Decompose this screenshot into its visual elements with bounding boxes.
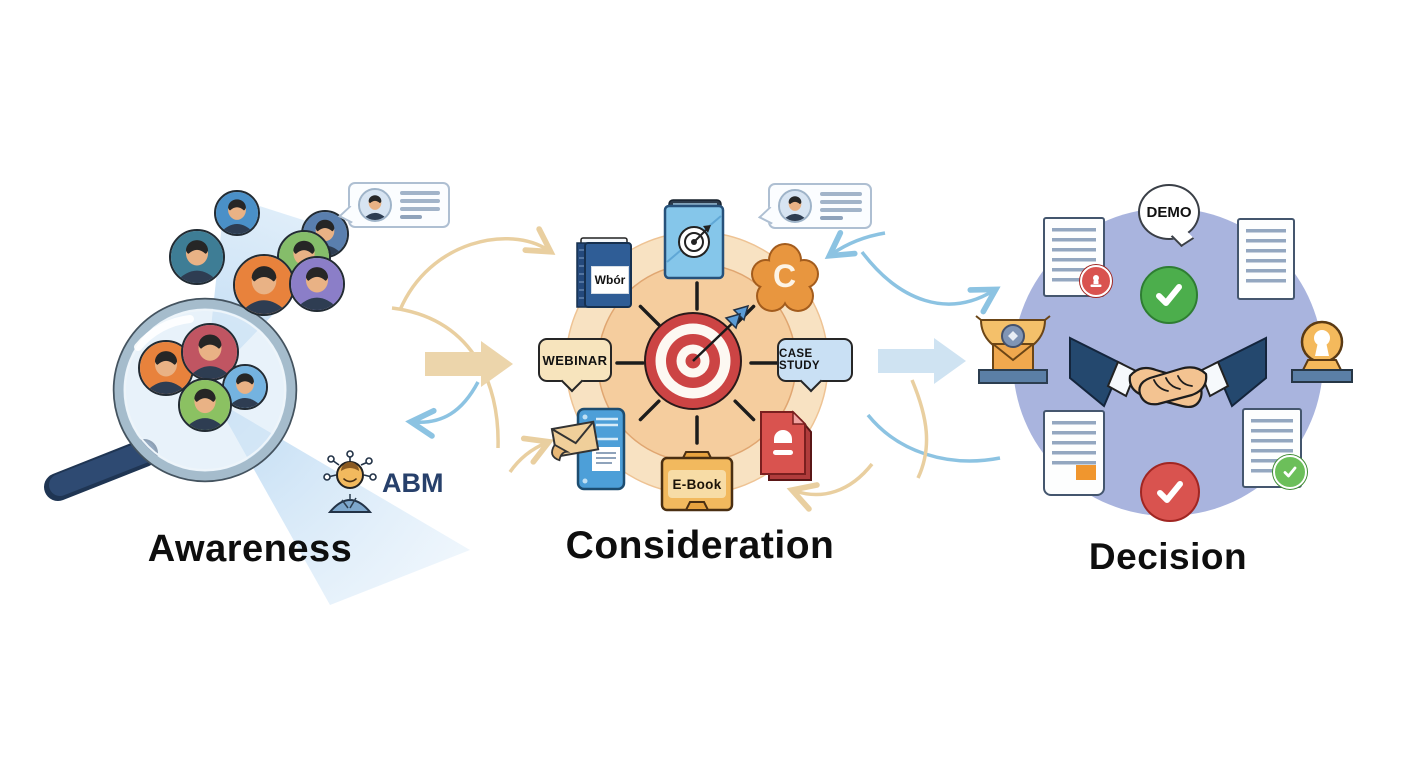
demo-speech-bubble: DEMO	[1138, 184, 1200, 240]
webinar-bubble: WEBINAR	[538, 338, 612, 382]
card-avatar	[358, 188, 392, 222]
curve-arrow-blue-to-c	[824, 230, 886, 260]
curve-arrow-tan-1	[398, 226, 556, 311]
targeted-avatar-group	[115, 300, 295, 480]
avatar	[289, 256, 345, 312]
demo-label: DEMO	[1146, 203, 1192, 221]
contact-speech-card	[348, 182, 450, 228]
approved-check-badge-icon	[1273, 455, 1307, 489]
curve-tan-3	[910, 379, 929, 479]
avatar	[233, 254, 295, 316]
email-newsletter-icon	[550, 407, 626, 491]
signature-block	[1076, 465, 1096, 480]
consideration-title: Consideration	[565, 524, 835, 567]
block-arrow-consideration-to-decision	[878, 338, 966, 384]
ebook-label: E-Book	[672, 476, 722, 492]
avatar	[222, 364, 268, 410]
card-text-lines	[820, 192, 862, 220]
card-avatar	[778, 189, 812, 223]
curve-arrow-tan-to-ebook	[786, 462, 874, 512]
guide-book-label: Wbór	[591, 266, 629, 294]
avatar	[178, 378, 232, 432]
card-text-lines	[400, 191, 440, 219]
case-study-bubble: CASE STUDY	[777, 338, 853, 382]
abm-label: ABM	[382, 468, 444, 498]
webinar-label: WEBINAR	[542, 352, 608, 368]
contact-speech-card	[768, 183, 872, 229]
approval-check-icon	[1140, 266, 1198, 324]
playbook-icon	[663, 199, 725, 280]
abm-robot-icon	[323, 450, 377, 513]
document-text-lines	[1246, 229, 1286, 289]
curve-blue-3	[866, 413, 1001, 463]
rubber-stamp-icon	[1291, 320, 1353, 383]
approved-document	[1242, 408, 1302, 488]
avatar	[169, 229, 225, 285]
curve-arrow-blue-2	[860, 250, 1001, 315]
pdf-documents-icon	[760, 410, 812, 481]
curve-arrow-tan-to-email	[508, 435, 555, 474]
proposal-document	[1043, 217, 1105, 297]
avatar	[778, 189, 812, 223]
block-arrow-awareness-to-consideration	[425, 341, 513, 387]
stamp-badge-icon	[1080, 265, 1112, 297]
ring-ticks	[615, 281, 779, 445]
avatar	[214, 190, 260, 236]
awareness-title: Awareness	[147, 528, 353, 570]
ebook-folder-icon	[660, 451, 734, 512]
avatar	[358, 188, 392, 222]
case-study-label: CASE STUDY	[779, 348, 820, 372]
avatar	[138, 340, 194, 396]
final-decision-check-icon	[1140, 462, 1200, 522]
document-text-lines	[1052, 421, 1096, 468]
handshake-icon	[1069, 336, 1267, 409]
content-badge-icon	[751, 243, 819, 312]
signed-contract-document	[1043, 410, 1105, 496]
decision-title: Decision	[1088, 536, 1248, 577]
audience-avatar-cluster	[150, 180, 380, 340]
content-badge-letter: C	[773, 258, 797, 294]
award-seal-icon	[975, 315, 1051, 384]
proposal-document	[1237, 218, 1295, 300]
bullseye-target-icon	[644, 304, 750, 410]
curve-arrow-blue-1	[405, 381, 480, 439]
